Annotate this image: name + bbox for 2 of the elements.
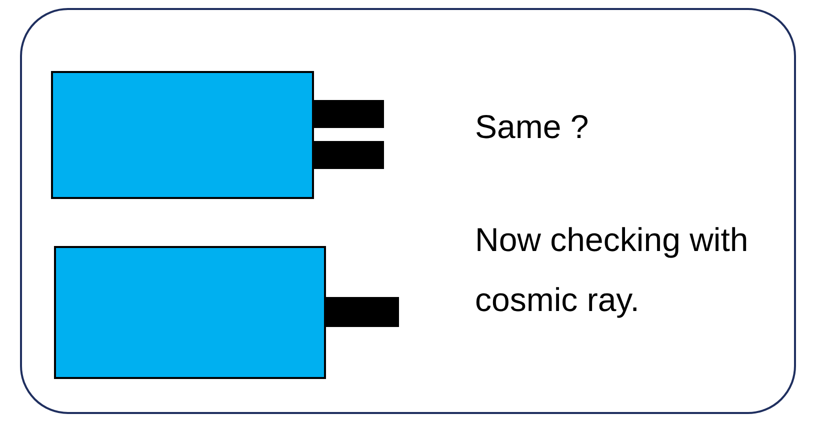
note-text: Now checking with cosmic ray.	[475, 220, 750, 320]
question-text: Same ?	[475, 107, 589, 147]
